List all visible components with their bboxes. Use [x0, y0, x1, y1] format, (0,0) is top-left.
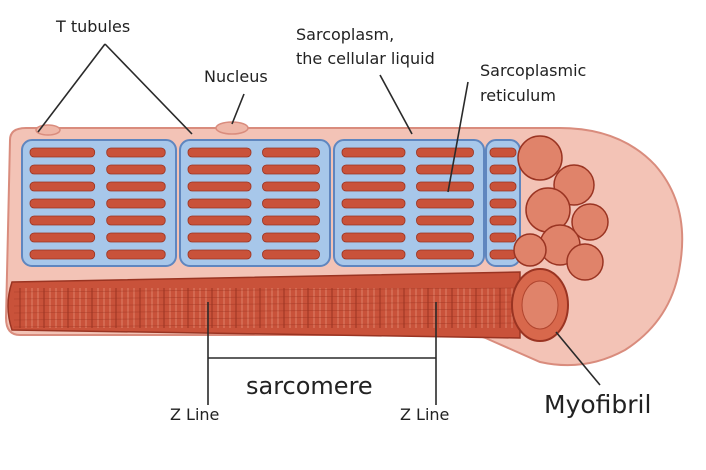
reticulum-fibril-strip	[187, 164, 252, 175]
reticulum-fibril-strip	[341, 181, 406, 192]
reticulum-fibril-strip	[262, 249, 320, 260]
reticulum-fibril-strip	[106, 215, 166, 226]
reticulum-fibril-strip	[29, 198, 96, 209]
leader-lines	[37, 43, 601, 405]
label-reticulum-line2: reticulum	[480, 86, 556, 105]
reticulum-fibril-strip	[106, 232, 166, 243]
reticulum-fibril-strip	[29, 147, 96, 158]
reticulum-fibril-strip	[29, 232, 96, 243]
reticulum-fibril-strip	[187, 249, 252, 260]
reticulum-fibril-strip	[262, 232, 320, 243]
reticulum-fibril-strip	[416, 181, 474, 192]
reticulum-fibril-strip	[262, 164, 320, 175]
reticulum-fibril-strip	[262, 181, 320, 192]
label-t-tubules: T tubules	[56, 17, 131, 36]
reticulum-fibril-strip	[262, 147, 320, 158]
reticulum-fibril-strip	[29, 164, 96, 175]
sarcoplasm-pointer	[379, 74, 413, 135]
striation-row	[13, 322, 516, 328]
reticulum-fibril-strip	[341, 164, 406, 175]
reticulum-fibril-strip	[106, 147, 166, 158]
reticulum-fibril-strip	[416, 147, 474, 158]
myofibril-pointer	[555, 331, 601, 386]
t-tubules-pointer-right	[104, 43, 193, 135]
myofibril-striations	[13, 287, 516, 328]
reticulum-fibril-strip	[262, 215, 320, 226]
label-sarcoplasm-line1: Sarcoplasm,	[296, 25, 395, 44]
reticulum-fibril-strip	[106, 198, 166, 209]
reticulum-fibril-strip	[489, 215, 517, 226]
sarcoplasmic-reticulum-region	[21, 139, 521, 267]
reticulum-fibril-strip	[489, 198, 517, 209]
reticulum-fibril-strip	[187, 215, 252, 226]
striation-row	[13, 287, 516, 293]
reticulum-fibril-strip	[416, 164, 474, 175]
label-z-line-left: Z Line	[170, 405, 220, 424]
striation-row	[13, 315, 516, 321]
label-sarcomere: sarcomere	[246, 372, 373, 400]
reticulum-fibril-strip	[106, 164, 166, 175]
myofibril-cross-sections	[513, 135, 609, 281]
reticulum-fibril-strip	[106, 181, 166, 192]
label-reticulum-line1: Sarcoplasmic	[480, 61, 587, 80]
reticulum-fibril-strip	[489, 164, 517, 175]
reticulum-fibril-strip	[106, 249, 166, 260]
label-z-line-right: Z Line	[400, 405, 450, 424]
reticulum-fibril-strip	[416, 232, 474, 243]
reticulum-fibril-strip	[262, 198, 320, 209]
myofibril-cross-section	[571, 203, 609, 241]
label-sarcoplasm-line2: the cellular liquid	[296, 49, 435, 68]
reticulum-fibril-strip	[489, 147, 517, 158]
reticulum-fibril-strip	[416, 249, 474, 260]
reticulum-fibril-strip	[187, 232, 252, 243]
reticulum-fibril-strip	[187, 198, 252, 209]
reticulum-fibril-strip	[187, 181, 252, 192]
t-tubules-pointer-left	[37, 43, 106, 133]
reticulum-fibril-strip	[29, 215, 96, 226]
myofibril-end-inner	[521, 280, 559, 330]
reticulum-fibril-strip	[416, 198, 474, 209]
reticulum-fibril-strip	[341, 215, 406, 226]
reticulum-fibril-strip	[341, 232, 406, 243]
striation-row	[13, 294, 516, 300]
reticulum-fibril-strip	[29, 181, 96, 192]
myofibril-cross-section	[517, 135, 563, 181]
reticulum-fibril-strip	[29, 249, 96, 260]
striation-row	[13, 301, 516, 307]
reticulum-fibril-strip	[187, 147, 252, 158]
myofibril-cross-section	[566, 243, 604, 281]
label-nucleus: Nucleus	[204, 67, 268, 86]
reticulum-fibril-strip	[489, 181, 517, 192]
reticulum-fibril-strip	[489, 232, 517, 243]
reticulum-fibril-strip	[341, 147, 406, 158]
reticulum-fibril-strip	[416, 215, 474, 226]
myofibril-bundle	[7, 268, 569, 342]
myofibril-cross-section	[513, 233, 547, 267]
striation-row	[13, 308, 516, 314]
reticulum-pointer	[447, 81, 469, 193]
nucleus-pointer	[231, 93, 245, 125]
reticulum-fibril-strip	[489, 249, 517, 260]
reticulum-fibril-strip	[341, 198, 406, 209]
reticulum-fibril-strip	[341, 249, 406, 260]
label-myofibril: Myofibril	[544, 390, 652, 419]
